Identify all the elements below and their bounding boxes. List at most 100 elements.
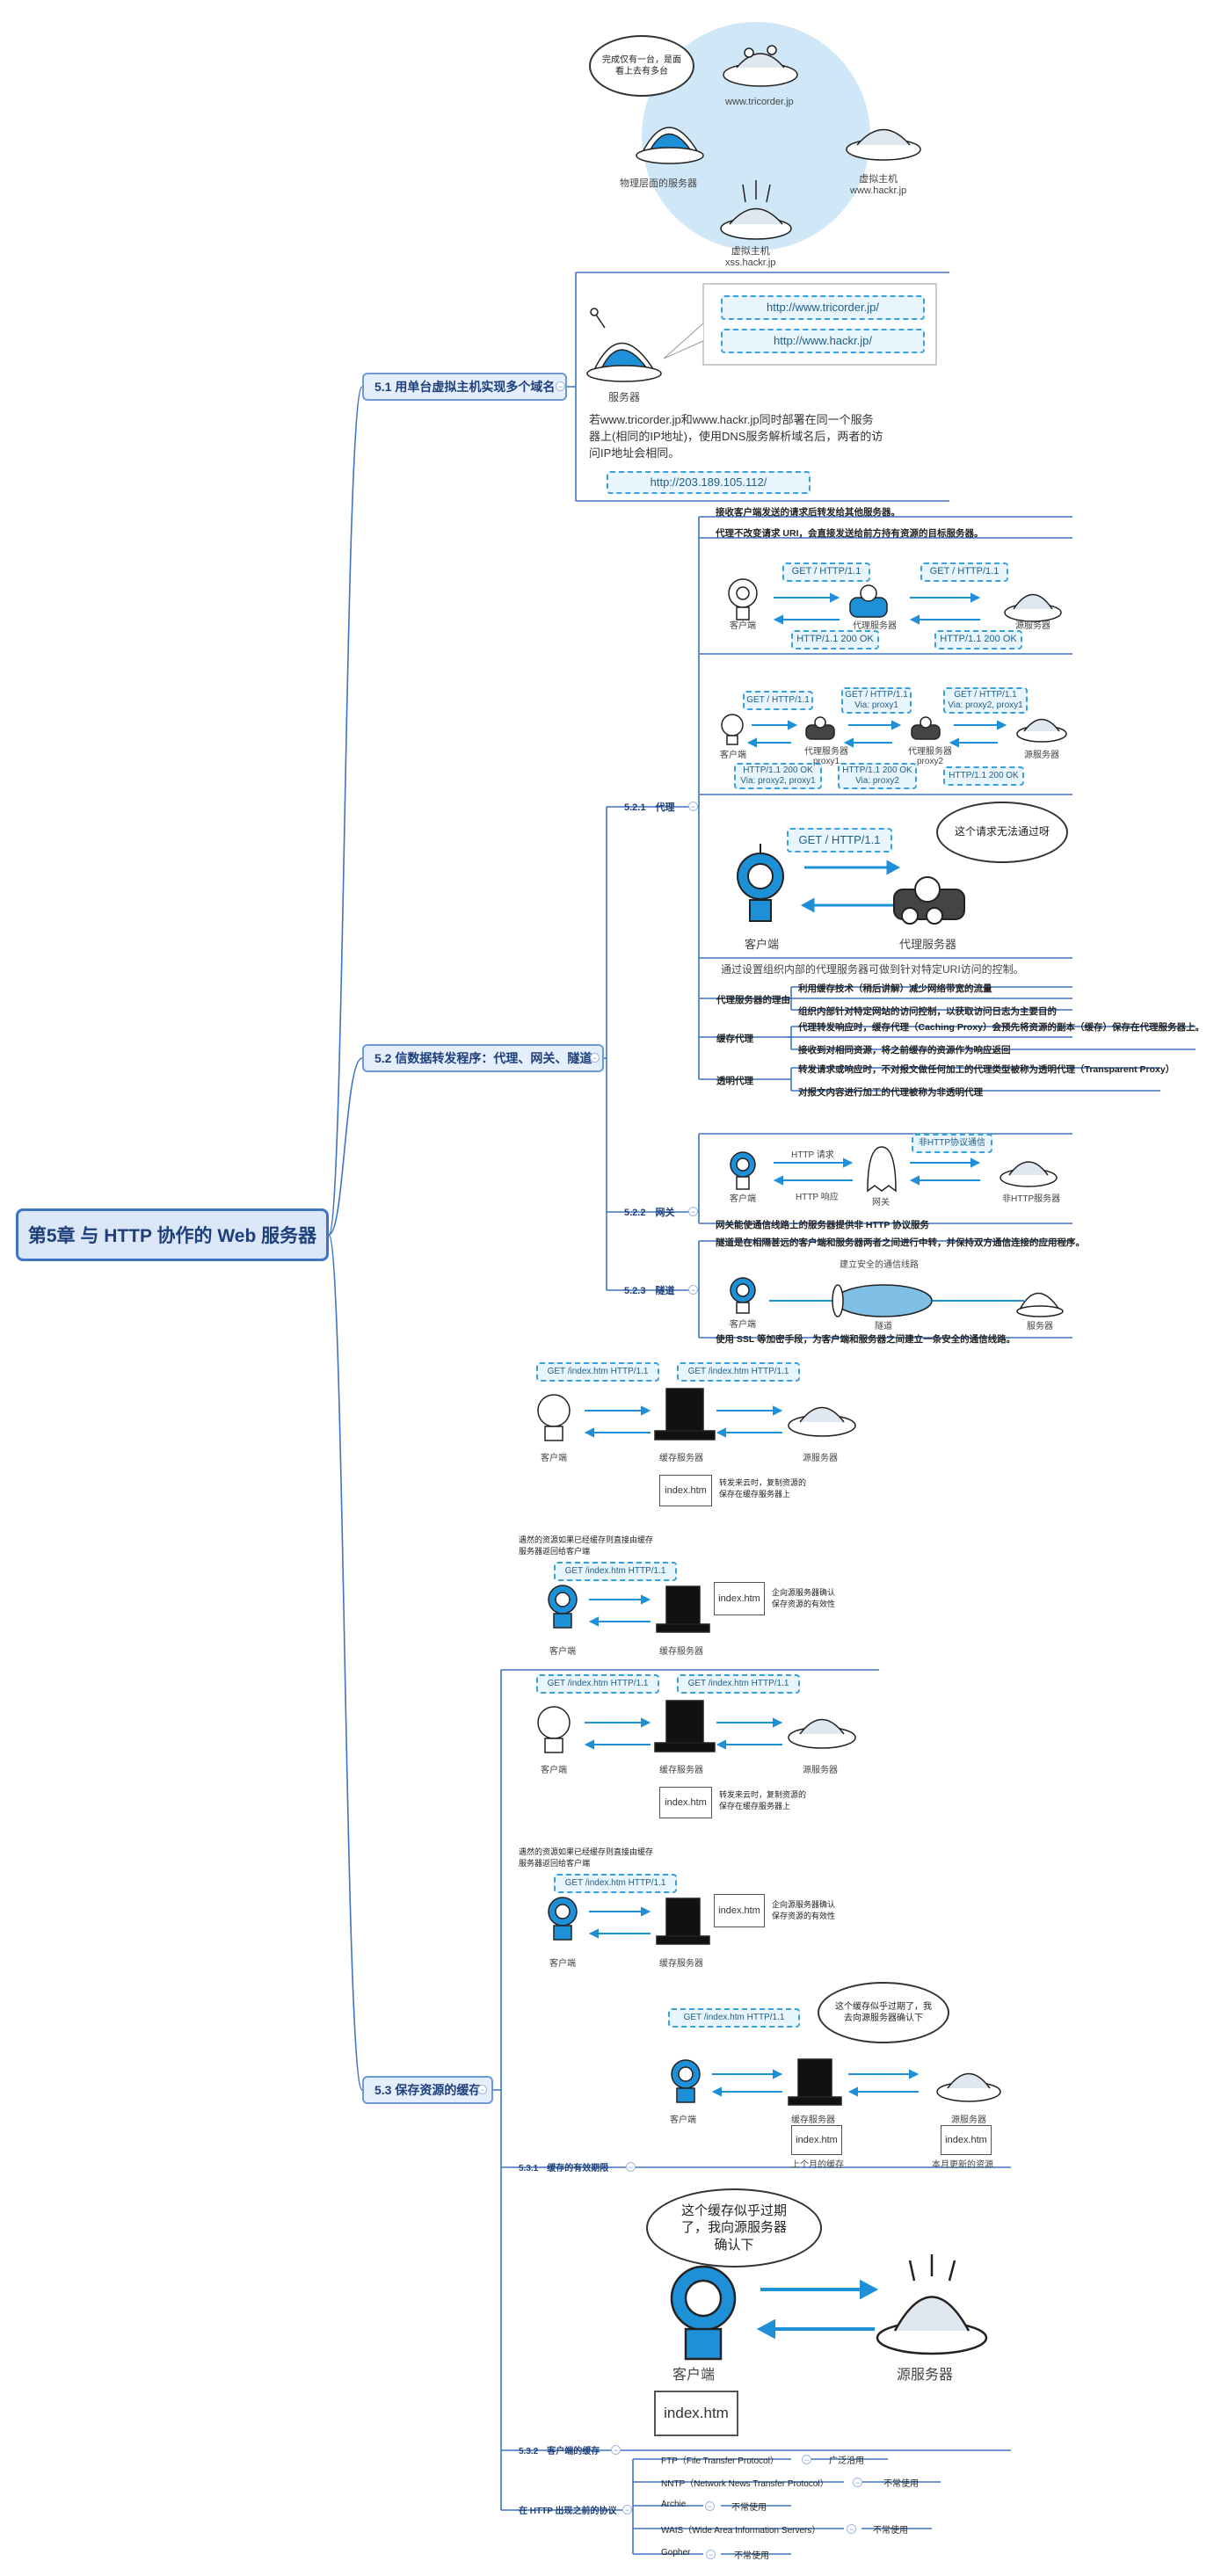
client-robot-icon bbox=[721, 714, 744, 745]
validity-last-month: 上个月的缓存 bbox=[791, 2160, 844, 2170]
section-5-3[interactable]: 5.3 保存资源的缓存 bbox=[362, 2076, 494, 2104]
cache-b-graphic bbox=[548, 1585, 710, 1633]
collapse-toggle-icon[interactable]: − bbox=[688, 1207, 698, 1216]
protocol-archie-status: 不常使用 bbox=[731, 2503, 767, 2513]
collapse-toggle-icon[interactable]: − bbox=[590, 1053, 600, 1063]
cache-c-req2: GET /index.htm HTTP/1.1 bbox=[677, 1674, 800, 1694]
validity-bubble: 这个缓存似乎过期了，我 去向源服务器确认下 bbox=[818, 1982, 949, 2043]
collapse-toggle-icon[interactable]: − bbox=[705, 2501, 715, 2511]
section-5-1[interactable]: 5.1 用单台虚拟主机实现多个域名 bbox=[362, 373, 568, 401]
collapse-toggle-icon[interactable]: − bbox=[556, 381, 565, 391]
client-robot-icon bbox=[730, 1277, 756, 1314]
proxy-d1-client: 客户端 bbox=[730, 621, 756, 631]
collapse-toggle-icon[interactable]: − bbox=[611, 2445, 621, 2455]
proxy-reason-item-1: 利用缓存技术（稍后讲解）减少网络带宽的流量 bbox=[798, 983, 992, 994]
proxy-diagram-2: GET / HTTP/1.1 GET / HTTP/1.1 Via: proxy… bbox=[708, 686, 1077, 793]
protocol-gopher[interactable]: Gopher bbox=[661, 2548, 691, 2558]
proxy-d2-origin: 源服务器 bbox=[1024, 751, 1059, 760]
server-robot-icon bbox=[1016, 1292, 1064, 1317]
collapse-toggle-icon[interactable]: − bbox=[688, 1285, 698, 1295]
root-node[interactable]: 第5章 与 HTTP 协作的 Web 服务器 bbox=[16, 1208, 329, 1261]
cache-a-file: index.htm bbox=[659, 1475, 712, 1506]
section-5-2-label: 5.2 信数据转发程序：代理、网关、隧道 bbox=[374, 1051, 592, 1065]
cache-b-top: 遇然的资源如果已经缓存则直接由缓存 服务器返回给客户端 bbox=[519, 1535, 654, 1556]
protocol-wais[interactable]: WAIS（Wide Area Information Servers） bbox=[661, 2526, 821, 2536]
cache-d-top: 遇然的资源如果已经缓存则直接由缓存 服务器返回给客户端 bbox=[519, 1847, 654, 1868]
cache-d-client: 客户端 bbox=[549, 1959, 576, 1969]
protocol-ftp-status: 广泛沿用 bbox=[829, 2456, 864, 2466]
tunnel-note-2: 使用 SSL 等加密手段，为客户端和服务器之间建立一条安全的通信线路。 bbox=[716, 1334, 1016, 1345]
client-robot-icon bbox=[537, 1706, 571, 1753]
cache-b-file: index.htm bbox=[714, 1582, 765, 1615]
hosting-graphic bbox=[636, 22, 921, 250]
origin-ufo-icon bbox=[788, 1718, 856, 1749]
proxy-d2-res2: HTTP/1.1 200 OK Via: proxy2 bbox=[838, 763, 917, 789]
node-5-2-1-proxy[interactable]: 5.2.1 代理 bbox=[624, 802, 675, 813]
url-hackr: http://www.hackr.jp/ bbox=[721, 329, 925, 353]
client-robot-icon bbox=[537, 1394, 571, 1441]
gateway-http-req: HTTP 请求 bbox=[791, 1150, 834, 1160]
collapse-toggle-icon[interactable]: − bbox=[847, 2524, 856, 2534]
cache-proxy-node[interactable]: 缓存代理 bbox=[716, 1034, 753, 1044]
validity-client: 客户端 bbox=[670, 2115, 696, 2125]
collapse-toggle-icon[interactable]: − bbox=[622, 2505, 632, 2514]
collapse-toggle-icon[interactable]: − bbox=[853, 2478, 862, 2487]
gateway-http-res: HTTP 响应 bbox=[796, 1193, 839, 1202]
cache-diagram-a: GET /index.htm HTTP/1.1 GET /index.htm H… bbox=[519, 1362, 888, 1520]
validity-file-2: index.htm bbox=[941, 2125, 992, 2155]
proxy-note-2: 代理不改变请求 URI，会直接发送给前方持有资源的目标服务器。 bbox=[716, 528, 984, 539]
section-5-2[interactable]: 5.2 信数据转发程序：代理、网关、隧道 bbox=[362, 1044, 605, 1072]
virtual-hosting-illustration: 完成仅有一台，是面 看上去有多台 www.tricorder.jp 物理层面的服… bbox=[580, 13, 949, 268]
collapse-toggle-icon[interactable]: − bbox=[802, 2455, 811, 2464]
cache-b-note: 企向源服务器确认 保存资源的有效性 bbox=[772, 1588, 836, 1608]
client-robot-icon bbox=[548, 1585, 578, 1629]
collapse-toggle-icon[interactable]: − bbox=[706, 2550, 716, 2559]
node-5-3-2[interactable]: 5.3.2 客户端的缓存 bbox=[519, 2447, 600, 2456]
section-5-1-label: 5.1 用单台虚拟主机实现多个域名 bbox=[374, 380, 556, 394]
protocol-nntp[interactable]: NNTP（Network News Transfer Protocol） bbox=[661, 2479, 829, 2489]
proxy-d1-origin: 源服务器 bbox=[1015, 621, 1050, 631]
node-5-3-1[interactable]: 5.3.1 缓存的有效期限 bbox=[519, 2164, 609, 2173]
proxy-d2-req1: GET / HTTP/1.1 bbox=[743, 691, 813, 710]
protocol-gopher-status: 不常使用 bbox=[734, 2551, 769, 2561]
proxy-d2-req3: GET / HTTP/1.1 Via: proxy2, proxy1 bbox=[943, 687, 1028, 714]
tunnel-diagram: 建立安全的通信线路 客户端 隧道 服务器 bbox=[708, 1255, 1077, 1334]
node-5-2-3-tunnel[interactable]: 5.2.3 隧道 bbox=[624, 1286, 675, 1296]
collapse-toggle-icon[interactable]: − bbox=[477, 2085, 487, 2094]
protocol-nntp-status: 不常使用 bbox=[883, 2479, 919, 2489]
collapse-toggle-icon[interactable]: − bbox=[626, 2162, 636, 2172]
origin-ufo-icon bbox=[788, 1406, 856, 1437]
proxy-d1-res1: HTTP/1.1 200 OK bbox=[791, 630, 879, 649]
tunnel-server: 服务器 bbox=[1027, 1322, 1053, 1332]
transparent-proxy-node[interactable]: 透明代理 bbox=[716, 1076, 753, 1086]
validity-this-month: 本月更新的资源 bbox=[932, 2160, 993, 2170]
proxy-d2-req2: GET / HTTP/1.1 Via: proxy1 bbox=[841, 687, 912, 714]
section-5-1-body: 若www.tricorder.jp和www.hackr.jp同时部署在同一个服务… bbox=[589, 413, 883, 460]
proxy-d1-req2: GET / HTTP/1.1 bbox=[920, 562, 1008, 582]
proxy-d2-proxy2: 代理服务器 proxy2 bbox=[908, 747, 952, 766]
server-robot-icon bbox=[636, 127, 704, 164]
validity-origin: 源服务器 bbox=[951, 2115, 986, 2125]
gateway-diagram: HTTP 请求 HTTP 响应 非HTTP协议通信 客户端 网关 非HTTP服务… bbox=[708, 1129, 1077, 1217]
cache-server-hat-icon bbox=[654, 1388, 716, 1440]
proxy-d1-req1: GET / HTTP/1.1 bbox=[782, 562, 870, 582]
tunnel-secure: 建立安全的通信线路 bbox=[840, 1260, 919, 1270]
proxy-satellite-icon bbox=[893, 876, 965, 925]
cache-d-graphic bbox=[548, 1897, 710, 1945]
cache-a-origin: 源服务器 bbox=[803, 1454, 838, 1463]
proxy-diagram-1: GET / HTTP/1.1 GET / HTTP/1.1 HTTP/1.1 2… bbox=[708, 549, 1077, 650]
validity-file-1: index.htm bbox=[791, 2125, 842, 2155]
tunnel-client: 客户端 bbox=[730, 1320, 756, 1330]
cache-c-note: 转发来云时，复制资源的 保存在缓存服务器上 bbox=[719, 1790, 807, 1810]
proxy-d2-res3: HTTP/1.1 200 OK bbox=[943, 766, 1024, 786]
collapse-toggle-icon[interactable]: − bbox=[688, 802, 698, 811]
proxy-d2-res1: HTTP/1.1 200 OK Via: proxy2, proxy1 bbox=[734, 763, 822, 789]
protocol-ftp[interactable]: FTP（File Transfer Protocol） bbox=[661, 2456, 779, 2466]
node-5-2-2-gateway[interactable]: 5.2.2 网关 bbox=[624, 1208, 675, 1218]
proxy-reason-node[interactable]: 代理服务器的理由 bbox=[716, 995, 790, 1005]
proxy-d2-client: 客户端 bbox=[720, 751, 746, 760]
node-pre-http-protocols[interactable]: 在 HTTP 出现之前的协议 bbox=[519, 2507, 617, 2516]
gateway-non-http: 非HTTP协议通信 bbox=[912, 1134, 992, 1153]
protocol-archie[interactable]: Archie bbox=[661, 2500, 687, 2509]
url-tricorder: http://www.tricorder.jp/ bbox=[721, 295, 925, 320]
